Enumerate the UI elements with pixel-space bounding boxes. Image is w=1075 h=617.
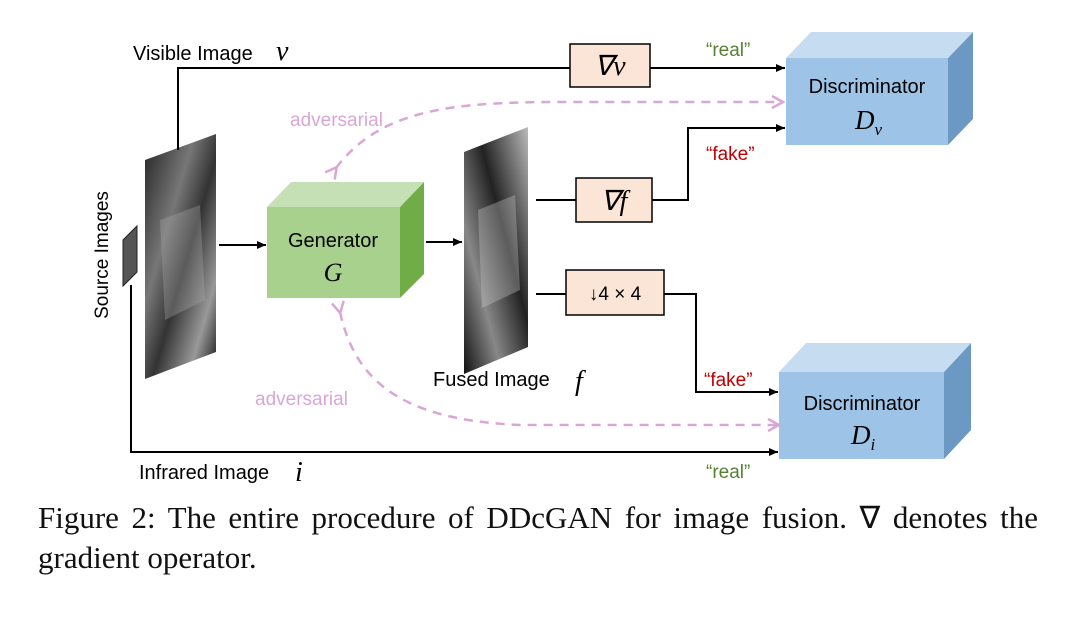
source-images-label: Source Images (92, 191, 113, 319)
real-bottom-label: “real” (706, 462, 750, 483)
infrared-image-label: Infrared Image (139, 462, 269, 484)
adversarial-top-label: adversarial (290, 110, 383, 131)
grad-f-label: ∇f (601, 186, 631, 217)
visible-path-line (177, 67, 570, 150)
adversarial-bottom-label: adversarial (255, 389, 348, 410)
infrared-path-line (130, 285, 778, 456)
fake-top-label: “fake” (706, 144, 755, 165)
source-images-group (122, 127, 528, 379)
real-top-label: “real” (706, 40, 750, 61)
visible-image-label: Visible Image (133, 43, 253, 65)
fake-bottom-label: “fake” (704, 370, 753, 391)
fused-image-overlay (478, 195, 520, 308)
source-thumbnail-small (122, 224, 138, 288)
generator-name: Generator (288, 230, 378, 252)
grad-v-label: ∇v (594, 51, 626, 82)
visible-image-var: v (276, 36, 289, 67)
infrared-image-var: i (295, 457, 303, 488)
figure-caption: Figure 2: The entire procedure of DDcGAN… (38, 500, 1038, 575)
grad-v-box (569, 43, 651, 88)
adversarial-bottom-curve (340, 312, 778, 425)
discriminator-i-cube (779, 343, 971, 459)
discriminator-i-symbol: Di (850, 420, 876, 454)
fused-image-var: f (575, 366, 586, 397)
discriminator-v-name: Discriminator (809, 76, 926, 98)
discriminator-i-name: Discriminator (804, 393, 921, 415)
downsample-label: ↓4 × 4 (589, 284, 642, 305)
source-visible-image-overlay (160, 205, 205, 320)
fused-image-label: Fused Image (433, 369, 550, 391)
discriminator-v-cube (786, 32, 973, 145)
discriminator-v-symbol: Dv (854, 105, 883, 139)
generator-cube (267, 182, 424, 298)
adversarial-top-curve (336, 102, 782, 168)
source-visible-image (145, 134, 216, 379)
generator-symbol: G (324, 258, 343, 287)
